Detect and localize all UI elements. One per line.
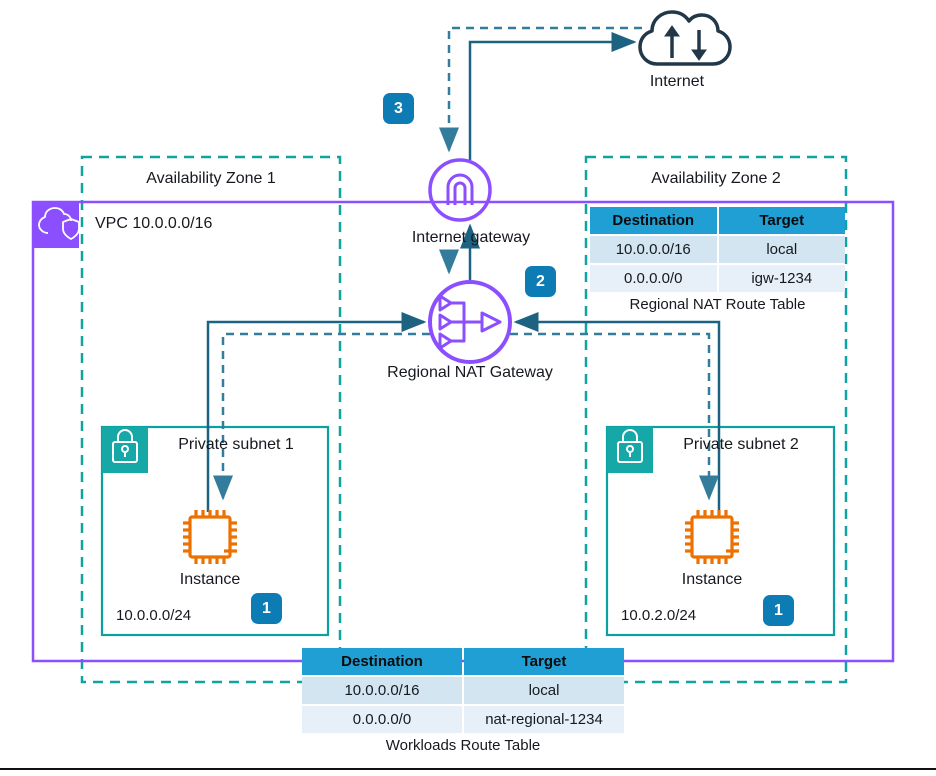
vpc-label: VPC 10.0.0.0/16 — [95, 215, 213, 232]
regional-table-cell: local — [718, 236, 845, 263]
instance-1-chip-icon — [181, 508, 239, 566]
subnet-2-cidr: 10.0.2.0/24 — [621, 607, 697, 624]
workloads-table-header-target: Target — [464, 648, 624, 675]
flow-internet-to-igw-return — [439, 26, 642, 153]
internet-cloud-icon — [638, 10, 732, 66]
internet-gateway-label: Internet gateway — [411, 229, 531, 246]
flow-instance2-to-nat — [513, 312, 721, 512]
private-subnet-2-box — [605, 425, 836, 637]
nat-gateway-icon — [428, 280, 512, 364]
flow-instance1-to-nat — [206, 312, 427, 512]
private-subnet-2-lock-icon — [607, 427, 653, 473]
vpc-icon — [33, 202, 80, 248]
private-subnet-1-lock-icon — [102, 427, 148, 473]
regional-table-caption: Regional NAT Route Table — [629, 296, 806, 313]
private-subnet-1-label: Private subnet 1 — [178, 436, 294, 453]
workloads-table-cell: local — [464, 677, 624, 704]
regional-nat-route-table: Destination Target 10.0.0.0/16 local 0.0… — [590, 207, 845, 313]
subnet-1-cidr: 10.0.0.0/24 — [116, 607, 192, 624]
regional-table-cell: 0.0.0.0/0 — [590, 265, 717, 292]
step-badge-1-right: 1 — [763, 595, 794, 626]
step-badge-3: 3 — [383, 93, 414, 124]
workloads-table-caption: Workloads Route Table — [385, 737, 541, 754]
step-badge-2: 2 — [525, 266, 556, 297]
flow-nat-to-instance1-return — [213, 332, 430, 501]
availability-zone-2-label: Availability Zone 2 — [651, 170, 781, 187]
private-subnet-1-box — [100, 425, 330, 637]
internet-label: Internet — [649, 73, 705, 90]
regional-table-header-destination: Destination — [590, 207, 717, 234]
flow-igw-to-internet — [468, 32, 637, 160]
workloads-route-table: Destination Target 10.0.0.0/16 local 0.0… — [302, 648, 624, 754]
availability-zone-1-label: Availability Zone 1 — [146, 170, 276, 187]
internet-gateway-icon — [428, 158, 492, 222]
regional-table-cell: igw-1234 — [718, 265, 845, 292]
workloads-table-cell: 0.0.0.0/0 — [302, 706, 462, 733]
workloads-table-cell: nat-regional-1234 — [464, 706, 624, 733]
flow-nat-to-instance2-return — [510, 332, 719, 501]
private-subnet-2-label: Private subnet 2 — [683, 436, 799, 453]
instance-2-chip-icon — [683, 508, 741, 566]
vpc-boundary-box — [31, 200, 895, 663]
regional-table-cell: 10.0.0.0/16 — [590, 236, 717, 263]
regional-table-header-target: Target — [718, 207, 845, 234]
instance-1-label: Instance — [179, 571, 241, 588]
instance-2-label: Instance — [681, 571, 743, 588]
footer-divider — [0, 768, 936, 770]
workloads-table-cell: 10.0.0.0/16 — [302, 677, 462, 704]
nat-gateway-label: Regional NAT Gateway — [387, 364, 553, 381]
workloads-table-header-destination: Destination — [302, 648, 462, 675]
availability-zone-1-box — [80, 155, 342, 684]
step-badge-1-left: 1 — [251, 593, 282, 624]
